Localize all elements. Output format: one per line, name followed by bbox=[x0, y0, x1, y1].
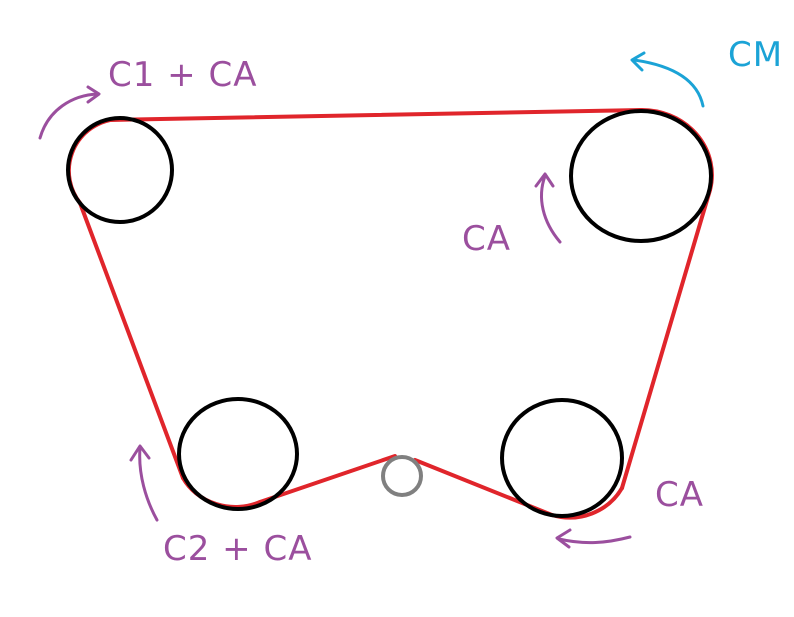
pulley-top-right bbox=[569, 109, 713, 243]
arrow-top-left bbox=[38, 85, 101, 140]
belt bbox=[66, 107, 714, 520]
label-bottom-left-torque: C2 + CA bbox=[163, 529, 313, 569]
belt-wrap-top-left bbox=[66, 118, 112, 205]
belt-bottom-left-segment bbox=[258, 454, 397, 504]
label-top-left-torque: C1 + CA bbox=[108, 55, 258, 95]
label-motor-torque: CM bbox=[728, 35, 784, 75]
pulley-top-left bbox=[66, 116, 174, 224]
arrow-top-right-inner bbox=[534, 172, 562, 244]
pulleys bbox=[66, 109, 713, 518]
arrow-top-right-motor bbox=[630, 51, 705, 108]
pulley-bottom-left bbox=[177, 397, 299, 511]
idler-pulley bbox=[381, 455, 423, 497]
arrow-bottom-left bbox=[129, 444, 159, 522]
belt-top-segment bbox=[108, 108, 642, 122]
arrow-bottom-right bbox=[555, 528, 632, 549]
pulley-bottom-right bbox=[500, 398, 624, 518]
torque-arrows bbox=[38, 51, 705, 549]
belt-right-segment bbox=[620, 188, 712, 490]
belt-wrap-top-right bbox=[638, 107, 714, 192]
belt-left-segment bbox=[78, 201, 185, 480]
label-bottom-right-torque: CA bbox=[655, 475, 704, 515]
label-top-right-inner-torque: CA bbox=[462, 219, 511, 259]
